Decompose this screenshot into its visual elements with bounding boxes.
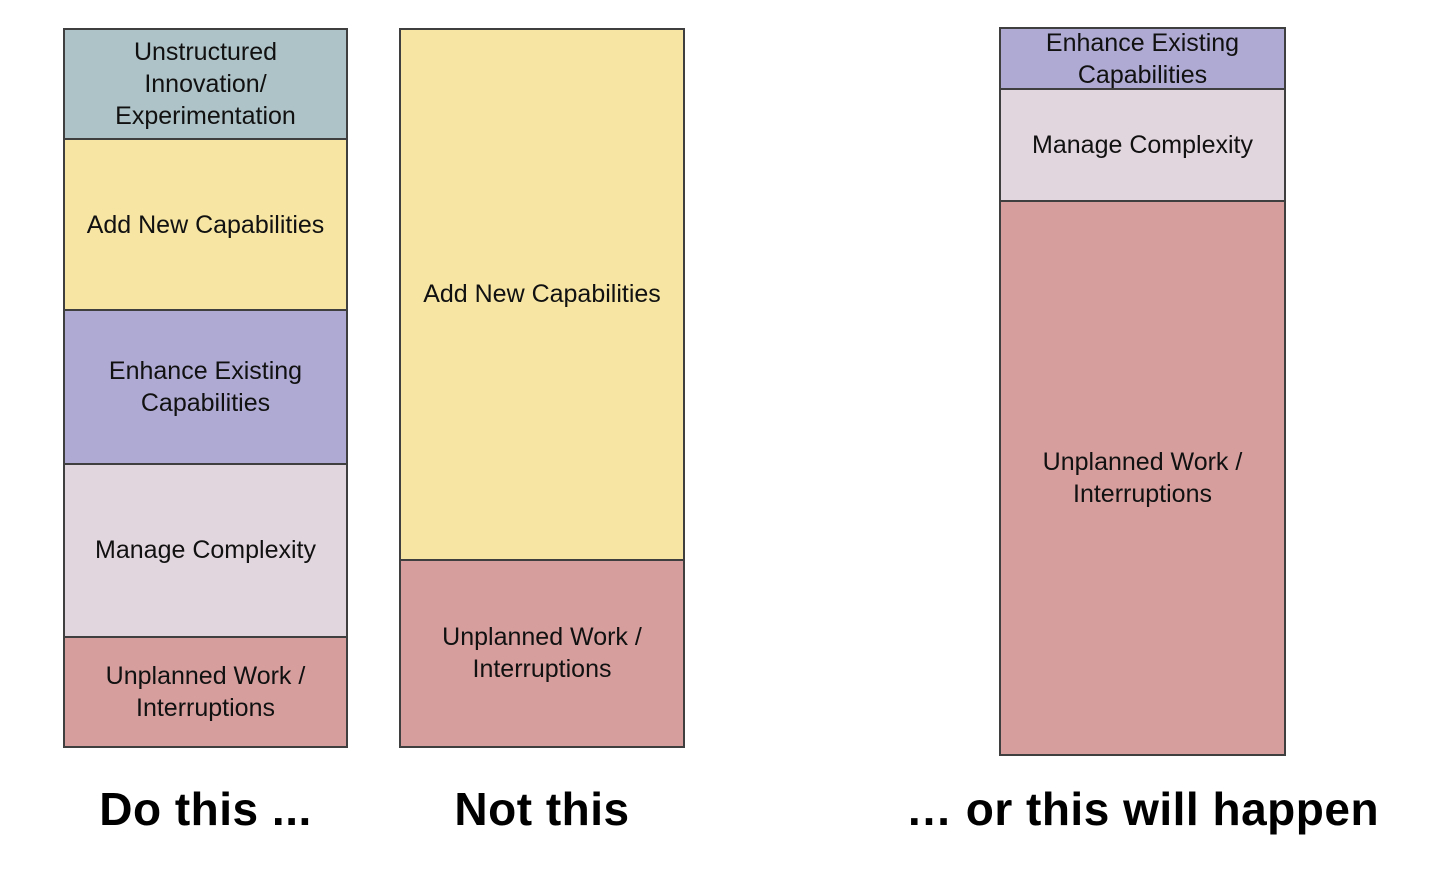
caption-not-this: Not this (454, 783, 630, 835)
bar-segment-unstructured-innovation: Unstructured Innovation/ Experimentation (65, 30, 346, 139)
segment-label: Manage Complexity (95, 536, 316, 565)
caption-or-this-will-happen: … or this will happen (905, 783, 1380, 835)
segment-label: Enhance Existing Capabilities (1045, 29, 1240, 89)
segment-label: Enhance Existing Capabilities (108, 357, 303, 418)
segment-label: Unplanned Work / Interruptions (1042, 448, 1243, 509)
bar-segment-add-new-capabilities: Add New Capabilities (401, 30, 683, 559)
bar-segment-unplanned-work: Unplanned Work / Interruptions (65, 635, 346, 747)
segment-label: Add New Capabilities (86, 210, 325, 239)
bar-segment-manage-complexity: Manage Complexity (65, 462, 346, 636)
caption-do-this: Do this ... (99, 783, 312, 835)
segment-label: Unplanned Work / Interruptions (442, 623, 642, 684)
bar-segment-enhance-existing-capabilities: Enhance Existing Capabilities (1001, 29, 1284, 89)
bar-segment-unplanned-work: Unplanned Work / Interruptions (1001, 200, 1284, 754)
bar-segment-enhance-existing-capabilities: Enhance Existing Capabilities (65, 309, 346, 463)
bar-do-this: Unstructured Innovation/ Experimentation… (63, 28, 348, 748)
segment-label: Unplanned Work / Interruptions (105, 661, 306, 722)
bar-segment-manage-complexity: Manage Complexity (1001, 88, 1284, 201)
segment-label: Manage Complexity (1032, 131, 1253, 160)
segment-label: Add New Capabilities (423, 280, 661, 309)
segment-label: Unstructured Innovation/ Experimentation (115, 38, 296, 131)
bar-segment-unplanned-work: Unplanned Work / Interruptions (401, 558, 683, 746)
bar-segment-add-new-capabilities: Add New Capabilities (65, 138, 346, 310)
